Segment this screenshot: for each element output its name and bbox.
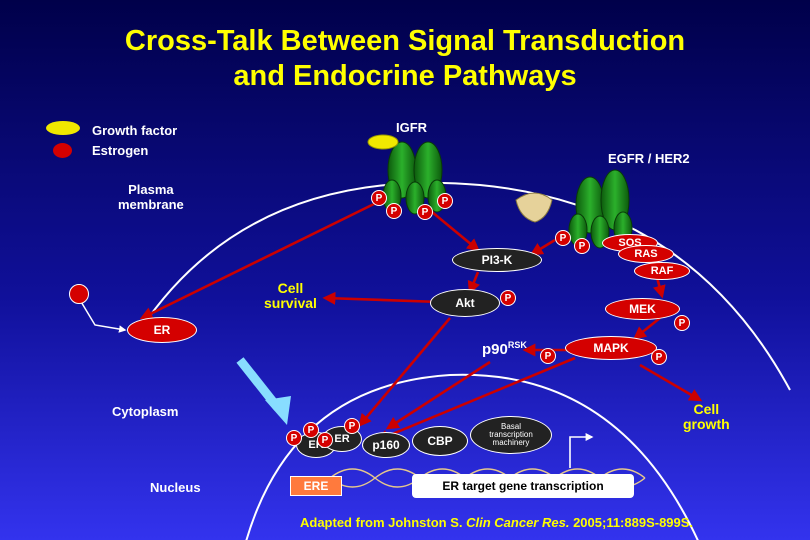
igfr-ligand [367, 134, 399, 150]
phospho-dot: P [574, 238, 590, 254]
p90rsk-label: p90RSK [482, 340, 527, 358]
arrow-akt-survival [322, 291, 441, 305]
arrow-igfr-er [139, 200, 379, 320]
growth-factor-legend-swatch [46, 121, 80, 135]
plasma-membrane-line [139, 181, 791, 391]
arrow-mapk-er [375, 356, 576, 443]
phospho-dot: P [417, 204, 433, 220]
p90-text: p90 [482, 341, 508, 358]
phospho-dot: P [317, 432, 333, 448]
estrogen-legend-swatch [53, 143, 72, 158]
er-cytoplasm: ER [127, 317, 197, 343]
arrow-akt-er [358, 317, 451, 427]
title-line-2: and Endocrine Pathways [233, 60, 577, 92]
citation-suffix: 2005;11:889S-899S. [569, 515, 694, 530]
arrow-mapk-growth [639, 363, 703, 402]
p160-node: p160 [362, 432, 410, 458]
mek-node: MEK [605, 298, 680, 320]
legend-estrogen: Estrogen [92, 143, 149, 158]
plasma-membrane-label: Plasma membrane [118, 182, 184, 212]
rsk-superscript: RSK [507, 340, 527, 350]
arrow-mek-mapk [632, 316, 661, 340]
mapk-node: MAPK [565, 336, 657, 360]
er-translocation-arrowhead [265, 396, 291, 425]
cytoplasm-label: Cytoplasm [112, 404, 179, 419]
phospho-dot: P [303, 422, 319, 438]
arrow-p90-er [385, 360, 491, 430]
phospho-dot: P [555, 230, 571, 246]
title-line-1: Cross-Talk Between Signal Transduction [124, 25, 686, 57]
transcription-start-arrow [569, 433, 594, 468]
cell-growth-label: Cell growth [683, 401, 730, 432]
basal-machinery-node: Basal transcription machinery [470, 416, 552, 454]
arrow-igfr-pi3k [431, 210, 481, 252]
phospho-dot: P [500, 290, 516, 306]
pi3k-node: PI3-K [452, 248, 542, 272]
igfr-label: IGFR [396, 120, 428, 135]
phospho-dot: P [344, 418, 360, 434]
target-transcription-box: ER target gene transcription [412, 474, 634, 498]
citation: Adapted from Johnston S. Clin Cancer Res… [300, 515, 693, 530]
ere-box: ERE [290, 476, 342, 496]
phospho-dot: P [386, 203, 402, 219]
phospho-dot: P [674, 315, 690, 331]
raf-node: RAF [634, 262, 690, 280]
estrogen-binding-arrow [79, 299, 127, 333]
phospho-dot: P [371, 190, 387, 206]
phospho-dot: P [540, 348, 556, 364]
akt-node: Akt [430, 289, 500, 317]
nucleus-label: Nucleus [150, 480, 201, 495]
nuclear-membrane-line [245, 373, 699, 540]
cbp-node: CBP [412, 426, 468, 456]
citation-prefix: Adapted from Johnston S. [300, 515, 467, 530]
phospho-dot: P [437, 193, 453, 209]
phospho-dot: P [651, 349, 667, 365]
egfr-ligand [515, 192, 553, 223]
egfr-receptor [515, 169, 633, 249]
cell-survival-label: Cell survival [264, 280, 317, 311]
phospho-dot: P [286, 430, 302, 446]
citation-journal: Clin Cancer Res. [466, 515, 570, 530]
legend-growth-factor: Growth factor [92, 123, 178, 138]
estrogen-ligand [69, 284, 89, 304]
egfr-label: EGFR / HER2 [608, 151, 690, 166]
ras-node: RAS [618, 245, 674, 263]
arrow-egfr-pi3k [529, 238, 556, 256]
